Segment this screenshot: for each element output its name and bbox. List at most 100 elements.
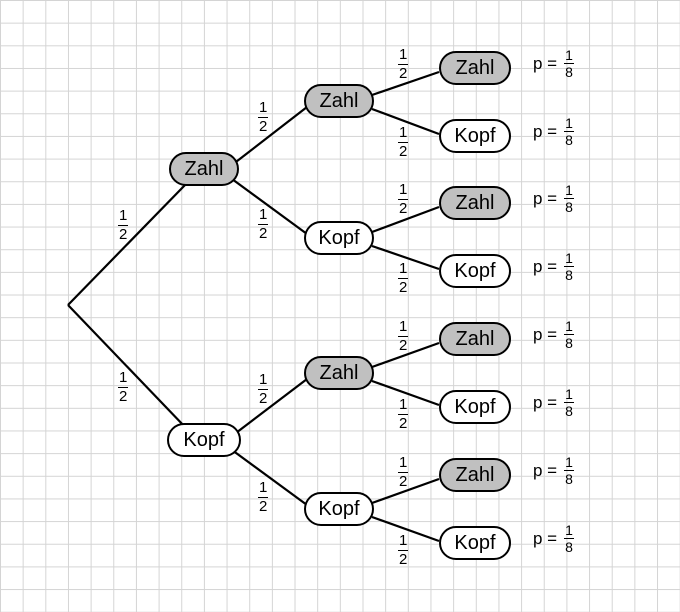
fraction-bar — [258, 497, 269, 499]
fraction-bar — [564, 334, 574, 336]
node-zahl: Zahl — [439, 322, 511, 356]
tree-branch — [371, 244, 440, 271]
fraction-numerator: 1 — [565, 522, 573, 538]
fraction-numerator: 1 — [259, 206, 268, 223]
node-kopf: Kopf — [439, 254, 511, 288]
fraction-denominator: 2 — [399, 200, 408, 218]
fraction-denominator: 8 — [565, 539, 573, 556]
fraction-numerator: 1 — [399, 532, 408, 549]
fraction-numerator: 1 — [399, 260, 408, 277]
tree-branch — [371, 70, 440, 97]
fraction-denominator: 2 — [119, 388, 128, 406]
node-kopf: Kopf — [167, 423, 241, 457]
node-kopf: Kopf — [439, 390, 511, 424]
fraction-numerator: 1 — [119, 207, 128, 224]
fraction-numerator: 1 — [565, 454, 573, 470]
tree-branch — [371, 515, 440, 543]
fraction-numerator: 1 — [119, 369, 128, 386]
fraction-bar — [398, 550, 409, 552]
fraction-numerator: 1 — [565, 386, 573, 402]
fraction-bar — [564, 538, 574, 540]
tree-branch — [371, 205, 440, 234]
node-zahl: Zahl — [304, 356, 374, 390]
fraction-numerator: 1 — [565, 47, 573, 63]
probability-prefix: p = — [533, 53, 558, 73]
fraction-bar — [564, 63, 574, 65]
node-kopf: Kopf — [304, 221, 374, 255]
fraction-numerator: 1 — [565, 182, 573, 198]
fraction-denominator: 2 — [259, 390, 268, 408]
probability-prefix: p = — [533, 188, 558, 208]
tree-branch — [371, 107, 440, 136]
fraction-bar — [398, 414, 409, 416]
tree-branch — [231, 449, 308, 506]
probability-prefix: p = — [533, 121, 558, 141]
fraction-numerator: 1 — [399, 318, 408, 335]
fraction-numerator: 1 — [259, 479, 268, 496]
fraction-denominator: 2 — [399, 279, 408, 297]
fraction-numerator: 1 — [259, 99, 268, 116]
fraction-denominator: 8 — [565, 64, 573, 81]
fraction-denominator: 8 — [565, 267, 573, 284]
fraction-bar — [564, 131, 574, 133]
fraction-denominator: 2 — [399, 143, 408, 161]
fraction-bar — [564, 470, 574, 472]
tree-branch — [67, 304, 187, 429]
fraction-bar — [398, 142, 409, 144]
fraction-numerator: 1 — [399, 46, 408, 63]
fraction-numerator: 1 — [259, 371, 268, 388]
fraction-numerator: 1 — [565, 250, 573, 266]
fraction-denominator: 8 — [565, 471, 573, 488]
probability-prefix: p = — [533, 392, 558, 412]
node-kopf: Kopf — [439, 119, 511, 153]
fraction-bar — [118, 387, 129, 389]
tree-branch — [371, 341, 440, 369]
tree-branch — [67, 183, 187, 306]
fraction-bar — [258, 224, 269, 226]
probability-prefix: p = — [533, 528, 558, 548]
tree-branch — [231, 378, 308, 437]
fraction-bar — [398, 199, 409, 201]
fraction-numerator: 1 — [565, 318, 573, 334]
fraction-bar — [258, 117, 269, 119]
fraction-bar — [564, 402, 574, 404]
fraction-denominator: 2 — [259, 498, 268, 516]
node-zahl: Zahl — [439, 458, 511, 492]
fraction-bar — [118, 225, 129, 227]
fraction-denominator: 2 — [399, 65, 408, 83]
fraction-numerator: 1 — [399, 181, 408, 198]
fraction-denominator: 2 — [399, 337, 408, 355]
fraction-numerator: 1 — [399, 454, 408, 471]
tree-branch — [231, 178, 308, 235]
node-zahl: Zahl — [169, 152, 239, 186]
node-kopf: Kopf — [304, 492, 374, 526]
fraction-bar — [398, 336, 409, 338]
fraction-denominator: 2 — [259, 225, 268, 243]
fraction-denominator: 8 — [565, 132, 573, 149]
fraction-bar — [258, 389, 269, 391]
fraction-bar — [398, 472, 409, 474]
